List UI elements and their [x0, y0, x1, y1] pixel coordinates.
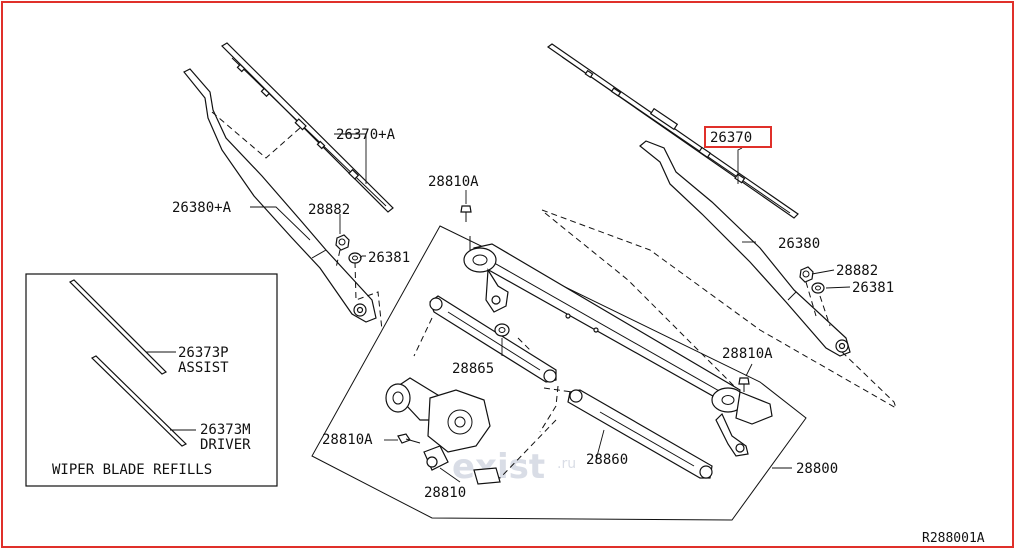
label-28810: 28810	[424, 485, 466, 501]
right-arm-nut-dashline	[805, 281, 831, 327]
highlight-box-26370[interactable]	[704, 126, 772, 148]
label-28800: 28800	[796, 461, 838, 477]
connecting-rod-28865[interactable]	[429, 295, 557, 383]
watermark: exist .ru	[452, 447, 576, 487]
label-26380: 26380	[778, 236, 820, 252]
right-wiper-arm[interactable]	[639, 140, 851, 357]
label-assist: ASSIST	[178, 360, 229, 376]
label-26381-right: 26381	[852, 280, 894, 296]
diagram-code: R288001A	[922, 531, 985, 546]
right-nut-28882[interactable]	[799, 266, 814, 283]
left-wiper-blade[interactable]	[221, 42, 394, 213]
label-28882-left: 28882	[308, 202, 350, 218]
refill-26373M[interactable]	[90, 355, 188, 447]
right-wiper-blade[interactable]	[546, 43, 799, 219]
left-nut-28882[interactable]	[335, 234, 350, 251]
label-28810A-low: 28810A	[322, 432, 373, 448]
right-pivot[interactable]	[711, 387, 773, 457]
bolt-28810A-mid[interactable]	[738, 377, 750, 392]
label-26370A: 26370+A	[336, 127, 396, 143]
bolt-28810A-top[interactable]	[460, 205, 472, 222]
label-driver: DRIVER	[200, 437, 251, 453]
right-cap-26381[interactable]	[811, 282, 825, 294]
right-sweep-dashline-upper	[541, 209, 897, 409]
right-sweep-dashline-lower	[544, 212, 741, 393]
label-28860: 28860	[586, 452, 628, 468]
refills-caption: WIPER BLADE REFILLS	[52, 462, 212, 478]
left-arm-blade-dashline	[211, 111, 301, 159]
label-28810A-top: 28810A	[428, 174, 479, 190]
label-26381-left: 26381	[368, 250, 410, 266]
left-wiper-arm[interactable]	[183, 68, 377, 323]
connecting-rod-28860[interactable]	[567, 389, 713, 479]
label-28882-right: 28882	[836, 263, 878, 279]
label-28865: 28865	[452, 361, 494, 377]
right-arm-pivot-dashline	[841, 351, 897, 409]
label-26370: 26370	[710, 130, 752, 146]
left-pivot-28810A[interactable]	[463, 236, 509, 313]
label-28810A-mid: 28810A	[722, 346, 773, 362]
bolt-28810A-low[interactable]	[397, 433, 421, 444]
refill-26373P[interactable]	[68, 279, 168, 375]
wiper-motor-28810[interactable]	[385, 377, 501, 485]
label-26380A: 26380+A	[172, 200, 232, 216]
rod-bushing[interactable]	[494, 323, 510, 337]
left-cap-26381[interactable]	[348, 252, 362, 264]
leader-lines	[250, 133, 851, 483]
rod-dashlines	[413, 317, 559, 433]
label-26373P: 26373P	[178, 345, 229, 361]
left-arm-nut-dashline	[335, 249, 383, 331]
svg-text:.ru: .ru	[557, 456, 576, 472]
refills-box: 26373P ASSIST 26373M DRIVER WIPER BLADE …	[25, 273, 278, 487]
label-26373M: 26373M	[200, 422, 251, 438]
linkage-main-bar[interactable]	[473, 243, 741, 405]
linkage-frame-outline	[311, 225, 807, 521]
